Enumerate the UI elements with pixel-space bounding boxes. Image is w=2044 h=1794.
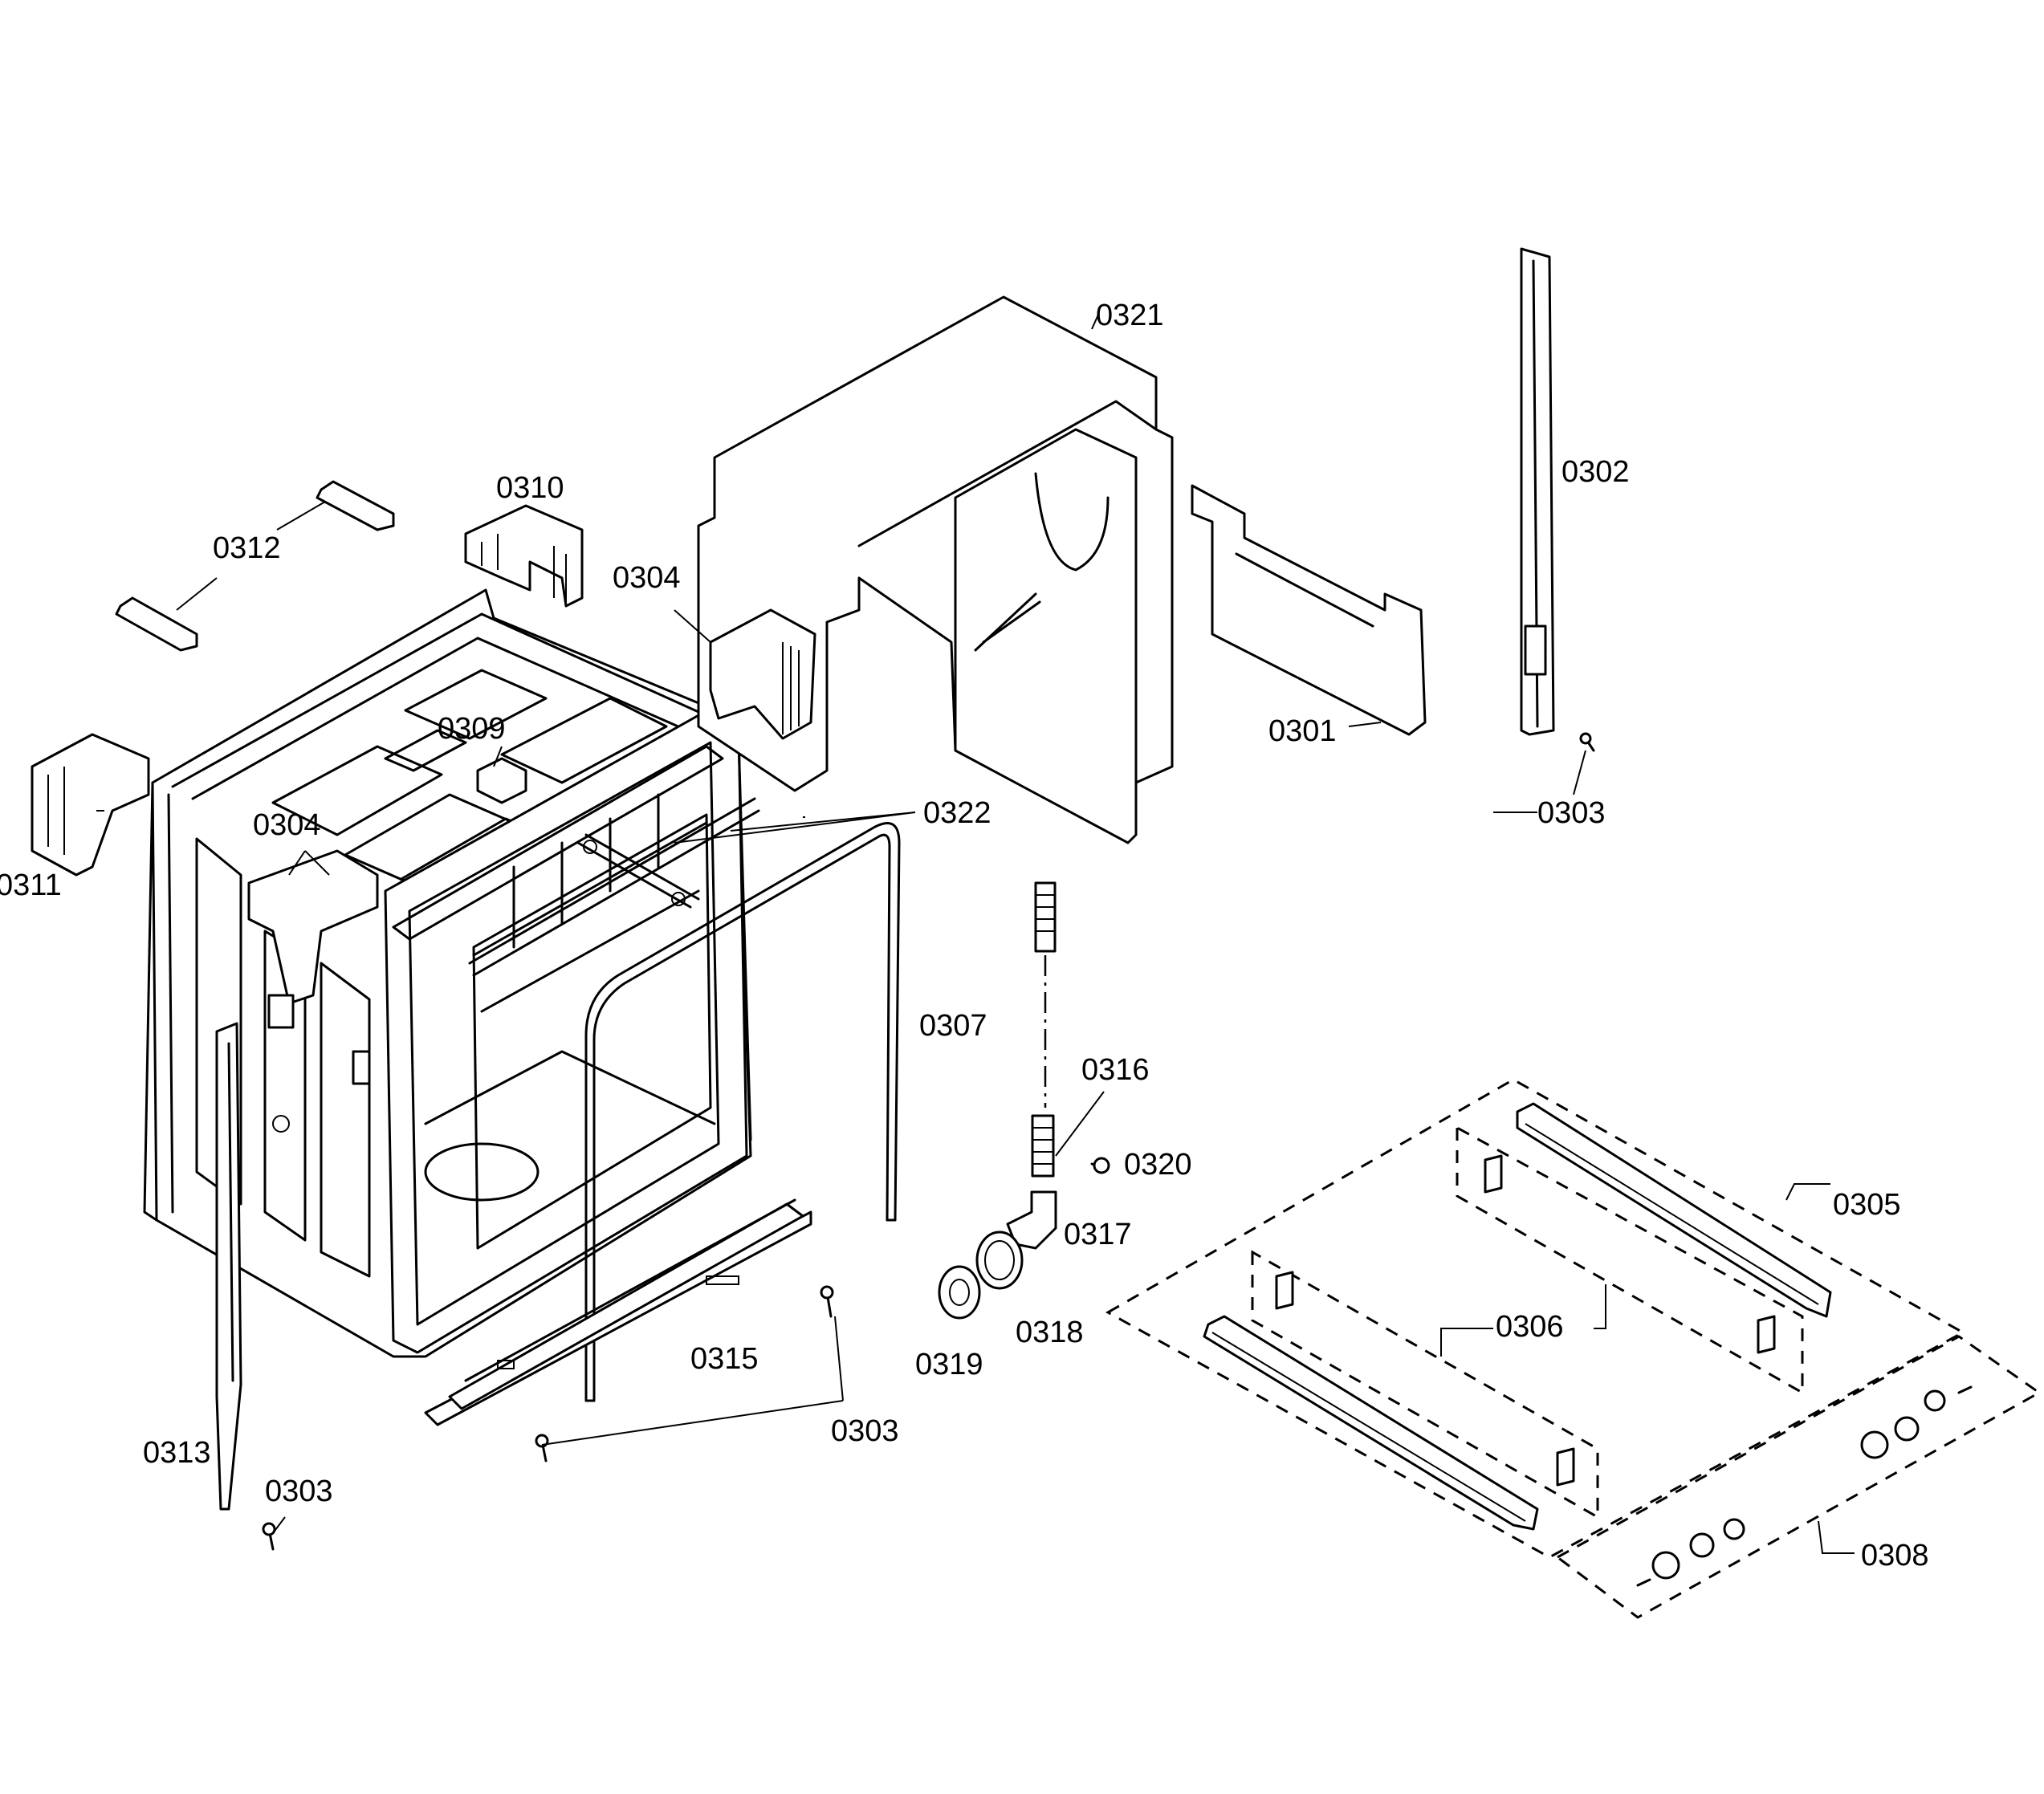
side-bracket-0311 bbox=[31, 733, 150, 877]
screw-icon bbox=[535, 1434, 549, 1462]
side-rail-left bbox=[215, 1022, 242, 1511]
screw-icon bbox=[820, 1285, 834, 1318]
door-gasket bbox=[584, 822, 901, 1402]
label-0317: 0317 bbox=[1064, 1218, 1132, 1251]
label-0312: 0312 bbox=[213, 531, 281, 565]
label-0316: 0316 bbox=[1081, 1053, 1150, 1087]
label-0311: 0311 bbox=[0, 869, 62, 902]
label-0303-right: 0303 bbox=[1537, 796, 1606, 830]
hinge-bracket-upper bbox=[709, 608, 816, 740]
label-0320: 0320 bbox=[1124, 1148, 1192, 1182]
label-0313: 0313 bbox=[143, 1436, 211, 1470]
label-0318: 0318 bbox=[1016, 1316, 1084, 1349]
screw-icon bbox=[1579, 732, 1595, 752]
label-0307: 0307 bbox=[919, 1009, 987, 1043]
label-0322: 0322 bbox=[923, 796, 991, 830]
screw-icon bbox=[1090, 1157, 1110, 1174]
leveling-kit bbox=[1105, 1078, 2042, 1619]
label-0306: 0306 bbox=[1496, 1310, 1564, 1344]
screw-icon bbox=[262, 1522, 276, 1551]
side-rail-right bbox=[1520, 247, 1555, 736]
gasket-strips bbox=[392, 745, 724, 941]
label-0309: 0309 bbox=[438, 712, 506, 746]
label-0308: 0308 bbox=[1861, 1539, 1929, 1572]
insulation-blanket bbox=[697, 295, 1174, 844]
label-0304-upper: 0304 bbox=[613, 561, 681, 595]
side-bracket-0310 bbox=[464, 504, 584, 608]
label-0305: 0305 bbox=[1833, 1188, 1901, 1222]
label-0321: 0321 bbox=[1096, 299, 1164, 332]
label-0303-center: 0303 bbox=[831, 1414, 899, 1448]
label-0301: 0301 bbox=[1268, 714, 1337, 748]
insulation-panel bbox=[1191, 484, 1427, 736]
mounting-clips bbox=[115, 480, 395, 652]
callout-labels: 0321 0302 0310 0312 0304 0301 0309 0303 … bbox=[0, 299, 1929, 1572]
hose-assembly bbox=[1006, 881, 1057, 1250]
label-0303-left: 0303 bbox=[265, 1475, 333, 1508]
leader-lines bbox=[176, 314, 1855, 1554]
screws bbox=[262, 732, 1595, 1551]
label-0310: 0310 bbox=[496, 471, 564, 505]
label-0304-lower: 0304 bbox=[253, 808, 321, 842]
base-plate bbox=[424, 1198, 812, 1426]
label-0319: 0319 bbox=[915, 1348, 983, 1381]
label-0302: 0302 bbox=[1562, 455, 1630, 489]
label-0315: 0315 bbox=[690, 1342, 759, 1376]
seal-rings bbox=[938, 1231, 1024, 1320]
tub-assembly bbox=[143, 588, 760, 1358]
